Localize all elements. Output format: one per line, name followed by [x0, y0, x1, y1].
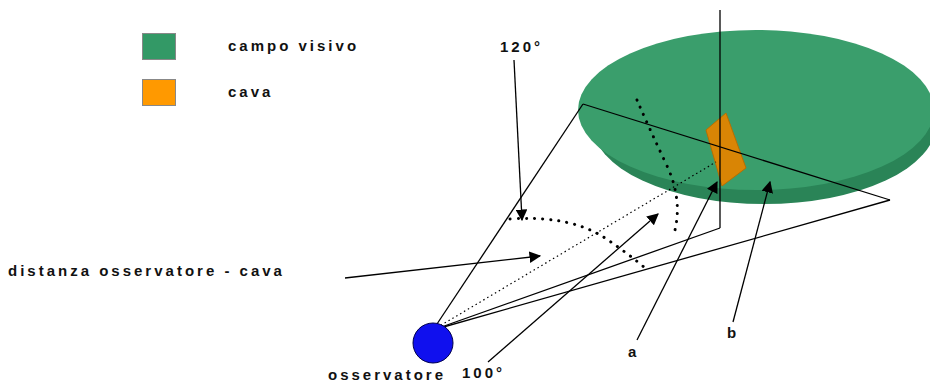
- legend-label: cava: [228, 83, 273, 101]
- observer-circle: [413, 323, 453, 363]
- callout-letter: a: [628, 343, 639, 361]
- visual-field-disc: [578, 30, 930, 190]
- angle-label: 100°: [462, 364, 505, 382]
- quarry-shape: [706, 113, 746, 186]
- angle-label: 120°: [500, 38, 543, 56]
- view-lines: [433, 10, 890, 330]
- angle-arcs: [510, 100, 677, 268]
- leader-arrows: [345, 60, 770, 362]
- legend-label: campo visivo: [228, 37, 359, 55]
- observer-node: osservatore: [322, 318, 457, 386]
- legend-swatch: [142, 79, 176, 106]
- distance-label: distanza osservatore - cava: [8, 262, 285, 280]
- node-label: osservatore: [328, 366, 446, 384]
- legend-swatch: [142, 33, 176, 60]
- callout-letter: b: [727, 324, 739, 342]
